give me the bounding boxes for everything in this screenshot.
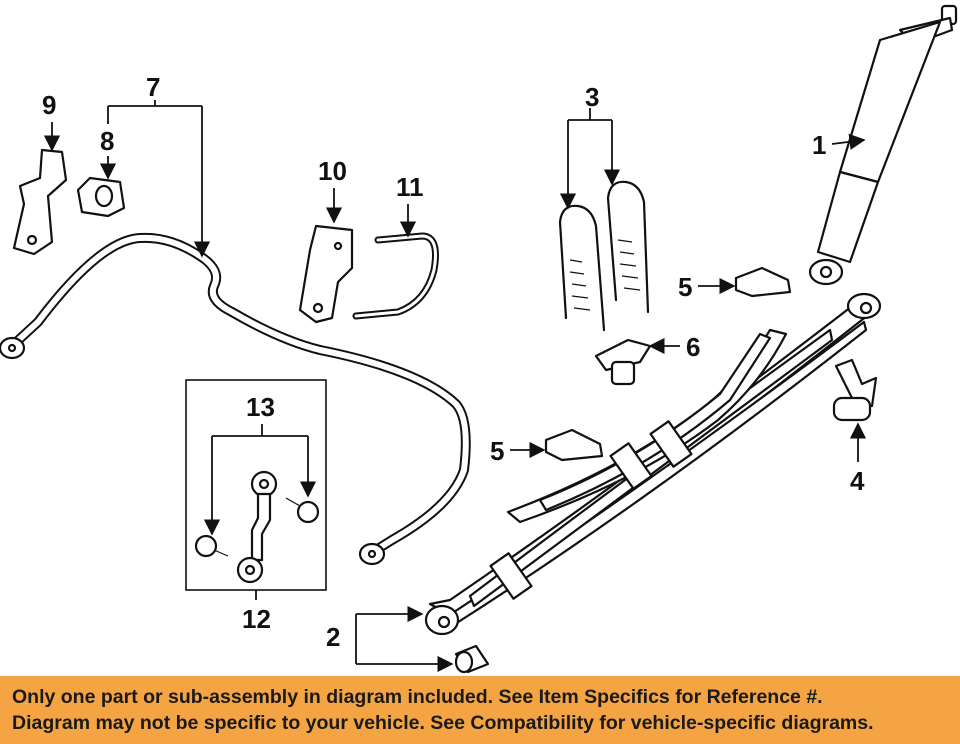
- part-5-upper-plate: [734, 266, 792, 298]
- part-12-stabilizer-link: [236, 470, 278, 584]
- callout-2: 2: [326, 622, 340, 652]
- part-1-shock-absorber: [808, 4, 958, 286]
- callout-6: 6: [686, 332, 700, 362]
- part-9-bar-bracket: [12, 148, 68, 256]
- exploded-parts-diagram: 1 3 5 6 4 5: [0, 4, 958, 674]
- callout-11: 11: [396, 172, 424, 202]
- callout-4: 4: [850, 466, 865, 496]
- part-3-u-bolts: [558, 180, 650, 332]
- disclaimer-line-2: Diagram may not be specific to your vehi…: [12, 712, 874, 734]
- callout-10: 10: [318, 156, 347, 186]
- callout-3: 3: [585, 82, 599, 112]
- callout-7: 7: [146, 72, 160, 102]
- part-13-link-nut-lower: [194, 534, 229, 558]
- part-10-bracket: [298, 224, 354, 324]
- part-6-bracket: [594, 338, 652, 386]
- part-13-link-nut-upper: [285, 497, 320, 524]
- leaf-spring-assembly: [424, 292, 882, 636]
- disclaimer-line-1: Only one part or sub-assembly in diagram…: [12, 686, 823, 708]
- disclaimer-banner: Only one part or sub-assembly in diagram…: [0, 676, 960, 744]
- part-4-shackle: [832, 358, 878, 422]
- part-11-strap: [352, 232, 439, 320]
- callout-5-lower: 5: [490, 436, 504, 466]
- part-2-bushing: [454, 644, 490, 674]
- part-5-lower-plate: [544, 428, 604, 462]
- part-7-stabilizer-bar: [0, 232, 471, 566]
- callout-1: 1: [812, 130, 826, 160]
- callout-5-upper: 5: [678, 272, 692, 302]
- callout-8: 8: [100, 126, 114, 156]
- part-8-bar-bushing: [76, 176, 126, 218]
- callout-13: 13: [246, 392, 275, 422]
- callout-12: 12: [242, 604, 271, 634]
- callout-9: 9: [42, 90, 56, 120]
